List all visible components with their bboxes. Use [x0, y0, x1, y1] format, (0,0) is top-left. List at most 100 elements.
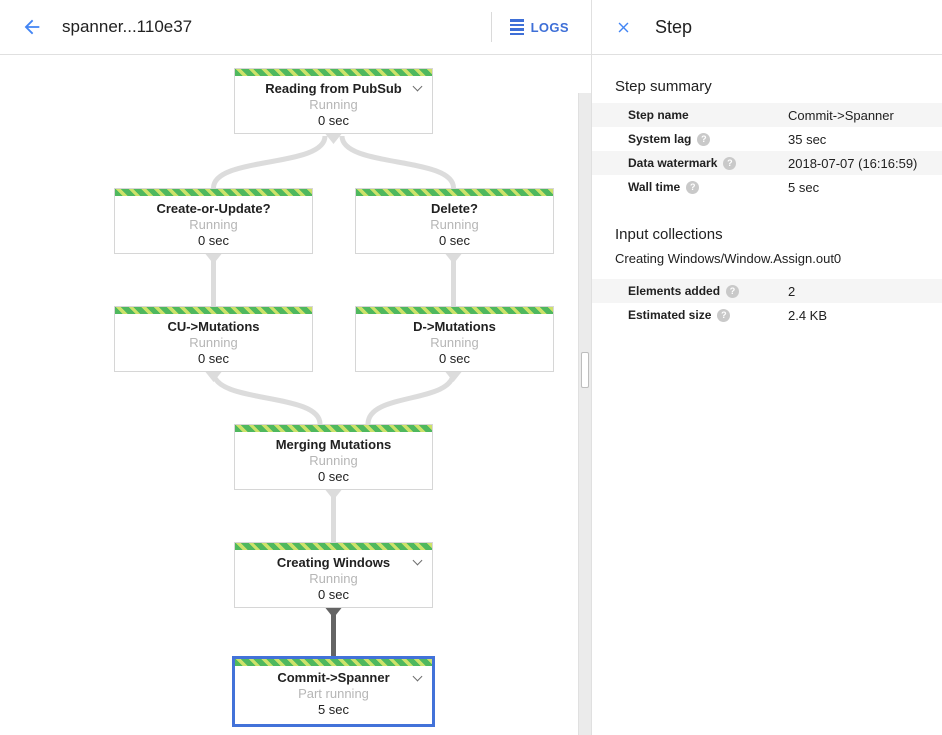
table-row: Data watermark ? 2018-07-07 (16:16:59): [592, 151, 942, 175]
graph-node-merging-mutations[interactable]: Merging Mutations Running 0 sec: [234, 424, 433, 490]
node-title: Reading from PubSub: [265, 81, 402, 96]
graph-node-cu-mutations[interactable]: CU->Mutations Running 0 sec: [114, 306, 313, 372]
node-title: CU->Mutations: [167, 319, 260, 334]
step-summary-heading: Step summary: [615, 78, 712, 95]
node-time: 0 sec: [438, 233, 471, 248]
node-status: Running: [430, 217, 479, 232]
row-label-text: Data watermark: [628, 156, 718, 170]
table-row: Estimated size ? 2.4 KB: [592, 303, 942, 327]
help-icon[interactable]: ?: [697, 132, 711, 146]
node-time: 5 sec: [317, 702, 350, 717]
running-stripe: [235, 69, 432, 76]
edge: [211, 371, 323, 425]
help-icon[interactable]: ?: [726, 284, 740, 298]
edge-arrow: [325, 134, 342, 144]
row-label-text: Estimated size: [628, 308, 712, 322]
back-button[interactable]: [20, 15, 44, 39]
edge-arrow: [325, 490, 342, 500]
running-stripe: [235, 425, 432, 432]
graph-node-commit-spanner[interactable]: Commit->Spanner Part running 5 sec: [232, 656, 435, 727]
row-value: 2: [788, 283, 796, 299]
node-status: Running: [309, 97, 358, 112]
step-panel-header: Step: [592, 0, 942, 55]
logs-button-label: LOGS: [530, 19, 569, 35]
job-header: spanner...110e37 LOGS: [0, 0, 591, 55]
node-title: Creating Windows: [276, 555, 391, 570]
node-title: D->Mutations: [413, 319, 496, 334]
graph-node-create-or-update[interactable]: Create-or-Update? Running 0 sec: [114, 188, 313, 254]
input-collections-heading: Input collections: [615, 226, 723, 243]
row-label: Data watermark ?: [628, 156, 788, 170]
node-time: 0 sec: [317, 113, 350, 128]
running-stripe: [356, 307, 553, 314]
graph-scrollbar-track[interactable]: [578, 93, 591, 735]
panel-title: Step: [655, 16, 693, 37]
pipeline-graph[interactable]: Reading from PubSub Running 0 sec Create…: [0, 56, 591, 735]
row-label-text: Step name: [628, 108, 689, 122]
graph-node-reading-from-pubsub[interactable]: Reading from PubSub Running 0 sec: [234, 68, 433, 134]
node-time: 0 sec: [317, 469, 350, 484]
running-stripe: [235, 659, 432, 666]
row-value: 5 sec: [788, 179, 820, 195]
row-label: Step name: [628, 108, 788, 122]
step-panel: Step Step summary Step name Commit->Span…: [591, 0, 942, 735]
row-label: Wall time ?: [628, 180, 788, 194]
table-row: Elements added ? 2: [592, 279, 942, 303]
header-divider: [490, 12, 492, 42]
close-icon: [618, 22, 628, 32]
running-stripe: [356, 189, 553, 196]
edge-arrow: [445, 372, 462, 382]
job-title: spanner...110e37: [62, 17, 193, 36]
row-value: 2.4 KB: [788, 307, 828, 323]
edge-arrow: [205, 254, 222, 264]
node-status: Running: [430, 335, 479, 350]
node-status: Running: [189, 335, 238, 350]
row-label-text: System lag: [628, 132, 692, 146]
logs-list-icon: [509, 19, 524, 35]
node-status: Running: [309, 571, 358, 586]
node-title: Commit->Spanner: [277, 670, 390, 685]
row-value: Commit->Spanner: [788, 107, 894, 123]
running-stripe: [115, 189, 312, 196]
edge: [365, 371, 456, 425]
node-status: Part running: [298, 686, 369, 701]
arrow-left-icon: [24, 19, 40, 35]
graph-scrollbar-thumb[interactable]: [581, 352, 589, 388]
edge-arrow-selected: [325, 608, 342, 618]
running-stripe: [115, 307, 312, 314]
edge-arrow: [205, 372, 222, 382]
table-row: System lag ? 35 sec: [592, 127, 942, 151]
running-stripe: [235, 543, 432, 550]
help-icon[interactable]: ?: [717, 308, 731, 322]
row-label-text: Wall time: [628, 180, 681, 194]
node-time: 0 sec: [197, 233, 230, 248]
node-title: Merging Mutations: [275, 437, 392, 452]
table-row: Step name Commit->Spanner: [592, 103, 942, 127]
graph-edges: [205, 134, 462, 658]
node-title: Create-or-Update?: [156, 201, 271, 216]
node-title: Delete?: [431, 201, 478, 216]
row-label-text: Elements added: [628, 284, 721, 298]
graph-node-creating-windows[interactable]: Creating Windows Running 0 sec: [234, 542, 433, 608]
row-label: Estimated size ?: [628, 308, 788, 322]
row-label: Elements added ?: [628, 284, 788, 298]
node-status: Running: [189, 217, 238, 232]
edge: [211, 135, 328, 189]
close-panel-button[interactable]: [613, 17, 633, 37]
node-status: Running: [309, 453, 358, 468]
row-value: 2018-07-07 (16:16:59): [788, 155, 918, 171]
graph-node-delete[interactable]: Delete? Running 0 sec: [355, 188, 554, 254]
input-collection-name[interactable]: Creating Windows/Window.Assign.out0: [615, 251, 842, 266]
help-icon[interactable]: ?: [686, 180, 700, 194]
step-summary-table: Step name Commit->Spanner System lag ? 3…: [592, 103, 942, 199]
node-time: 0 sec: [438, 351, 471, 366]
edge-arrow: [445, 254, 462, 264]
graph-node-d-mutations[interactable]: D->Mutations Running 0 sec: [355, 306, 554, 372]
row-label: System lag ?: [628, 132, 788, 146]
node-time: 0 sec: [197, 351, 230, 366]
help-icon[interactable]: ?: [723, 156, 737, 170]
edge: [339, 135, 456, 189]
logs-button[interactable]: LOGS: [509, 19, 569, 35]
row-value: 35 sec: [788, 131, 827, 147]
